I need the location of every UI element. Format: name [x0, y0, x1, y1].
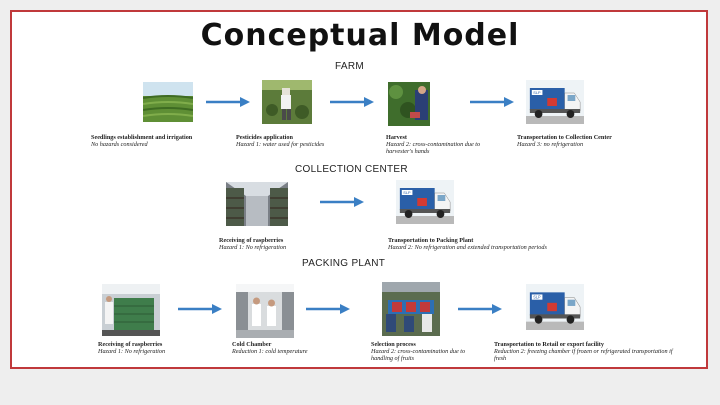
caption-receiving-collection: Receiving of raspberries Hazard 1: No re…	[219, 237, 339, 251]
farmer-spraying-photo	[262, 80, 312, 124]
caption-seedlings: Seedlings establishment and irrigation N…	[91, 134, 216, 148]
caption-receiving-packing: Receiving of raspberries Hazard 1: No re…	[98, 341, 208, 355]
caption-title: Transportation to Packing Plant	[388, 237, 474, 244]
caption-hazard: Hazard 1: No refrigeration	[219, 244, 287, 252]
seedling-field-photo	[143, 82, 193, 122]
caption-title: Receiving of raspberries	[98, 341, 163, 348]
caption-hazard: Hazard 2: cross-contamination due to han…	[371, 348, 466, 363]
caption-hazard: Reduction 2: freezing chamber if frozen …	[494, 348, 673, 363]
section-label-farm: FARM	[335, 61, 364, 72]
caption-hazard: Hazard 1: No refrigeration	[98, 348, 166, 356]
caption-transport-collection: Transportation to Collection Center Haza…	[517, 134, 642, 148]
caption-hazard: Hazard 2: cross-contamination due to har…	[386, 141, 481, 156]
caption-harvest: Harvest Hazard 2: cross-contamination du…	[386, 134, 496, 156]
caption-title: Seedlings establishment and irrigation	[91, 134, 193, 141]
caption-transport-packing: Transportation to Packing Plant Hazard 2…	[388, 237, 618, 251]
arrow-right-icon	[206, 97, 250, 107]
selection-line-photo	[382, 282, 440, 336]
truck-photo	[526, 284, 584, 330]
arrow-right-icon	[458, 304, 502, 314]
arrow-right-icon	[330, 97, 374, 107]
caption-title: Selection process	[371, 341, 416, 348]
caption-title: Harvest	[386, 134, 407, 141]
warehouse-photo	[226, 182, 288, 226]
caption-hazard: No hazards considered	[91, 141, 148, 149]
caption-title: Cold Chamber	[232, 341, 272, 348]
caption-title: Pesticides application	[236, 134, 293, 141]
receiving-dock-photo	[102, 284, 160, 336]
arrow-right-icon	[320, 197, 364, 207]
caption-hazard: Hazard 1: water used for pesticides	[236, 141, 325, 149]
arrow-right-icon	[306, 304, 350, 314]
section-label-collection-center: COLLECTION CENTER	[295, 164, 408, 175]
caption-hazard: Reduction 1: cold temperature	[232, 348, 308, 356]
caption-title: Receiving of raspberries	[219, 237, 284, 244]
caption-hazard: Hazard 2: No refrigeration and extended …	[388, 244, 547, 252]
section-label-packing-plant: PACKING PLANT	[302, 258, 386, 269]
caption-transport-retail: Transportation to Retail or export facil…	[494, 341, 674, 363]
caption-title: Transportation to Collection Center	[517, 134, 612, 141]
harvester-photo	[388, 82, 430, 126]
caption-cold-chamber: Cold Chamber Reduction 1: cold temperatu…	[232, 341, 352, 355]
arrow-right-icon	[470, 97, 514, 107]
cold-chamber-photo	[236, 284, 294, 338]
truck-photo	[526, 80, 584, 124]
slide-title: Conceptual Model	[200, 18, 520, 53]
arrow-right-icon	[178, 304, 222, 314]
caption-selection: Selection process Hazard 2: cross-contam…	[371, 341, 481, 363]
caption-hazard: Hazard 3: no refrigeration	[517, 141, 584, 149]
caption-pesticides: Pesticides application Hazard 1: water u…	[236, 134, 361, 148]
caption-title: Transportation to Retail or export facil…	[494, 341, 604, 348]
truck-photo	[396, 180, 454, 224]
